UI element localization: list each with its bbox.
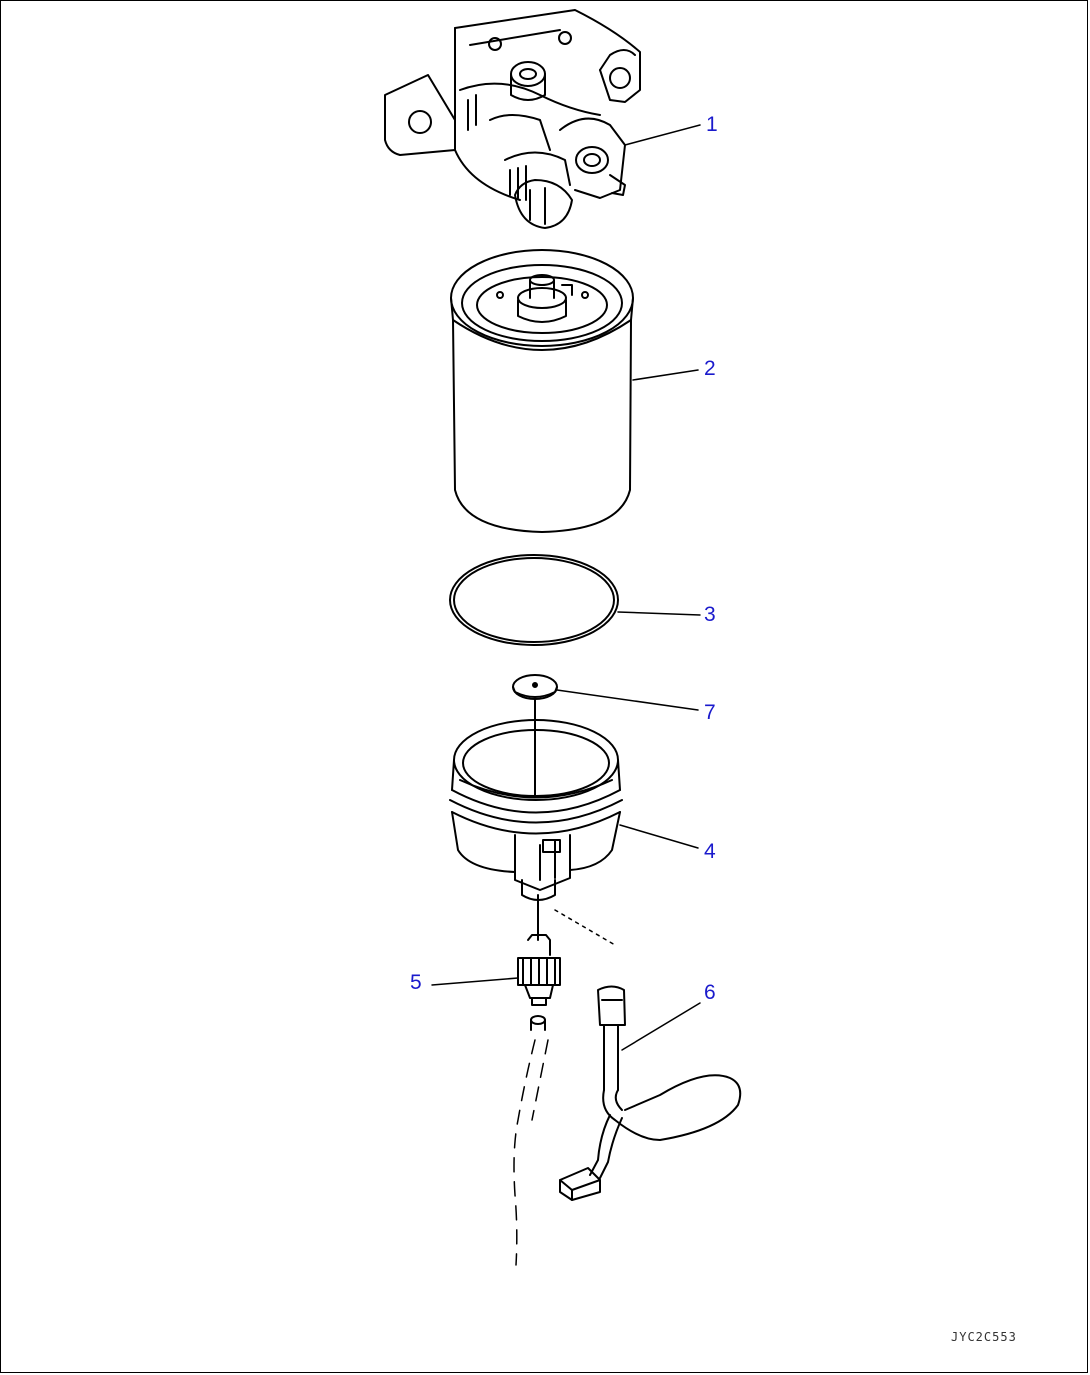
- filter-head-icon: [384, 9, 641, 229]
- leader-line-6: [621, 1002, 701, 1051]
- leader-line-3: [617, 611, 701, 616]
- callout-7: 7: [704, 701, 716, 724]
- callout-3: 3: [704, 603, 716, 626]
- callout-1: 1: [706, 113, 718, 136]
- leader-line-7: [556, 689, 699, 711]
- leader-line-1: [624, 124, 701, 146]
- callout-2: 2: [704, 357, 716, 380]
- drain-valve-icon: [513, 934, 561, 1266]
- filter-cartridge-icon: [450, 249, 634, 533]
- leader-line-5: [431, 977, 519, 986]
- float-disc-icon: [512, 674, 558, 796]
- bowl-icon: [449, 719, 623, 946]
- leader-line-4: [619, 824, 699, 849]
- drawing-id: JYC2C553: [951, 1330, 1017, 1344]
- callout-4: 4: [704, 840, 716, 863]
- sensor-harness-icon: [559, 985, 742, 1201]
- leader-line-2: [632, 369, 699, 381]
- callout-6: 6: [704, 981, 716, 1004]
- leader-lines: [431, 124, 701, 1051]
- callout-5: 5: [410, 971, 422, 994]
- o-ring-icon: [449, 554, 619, 646]
